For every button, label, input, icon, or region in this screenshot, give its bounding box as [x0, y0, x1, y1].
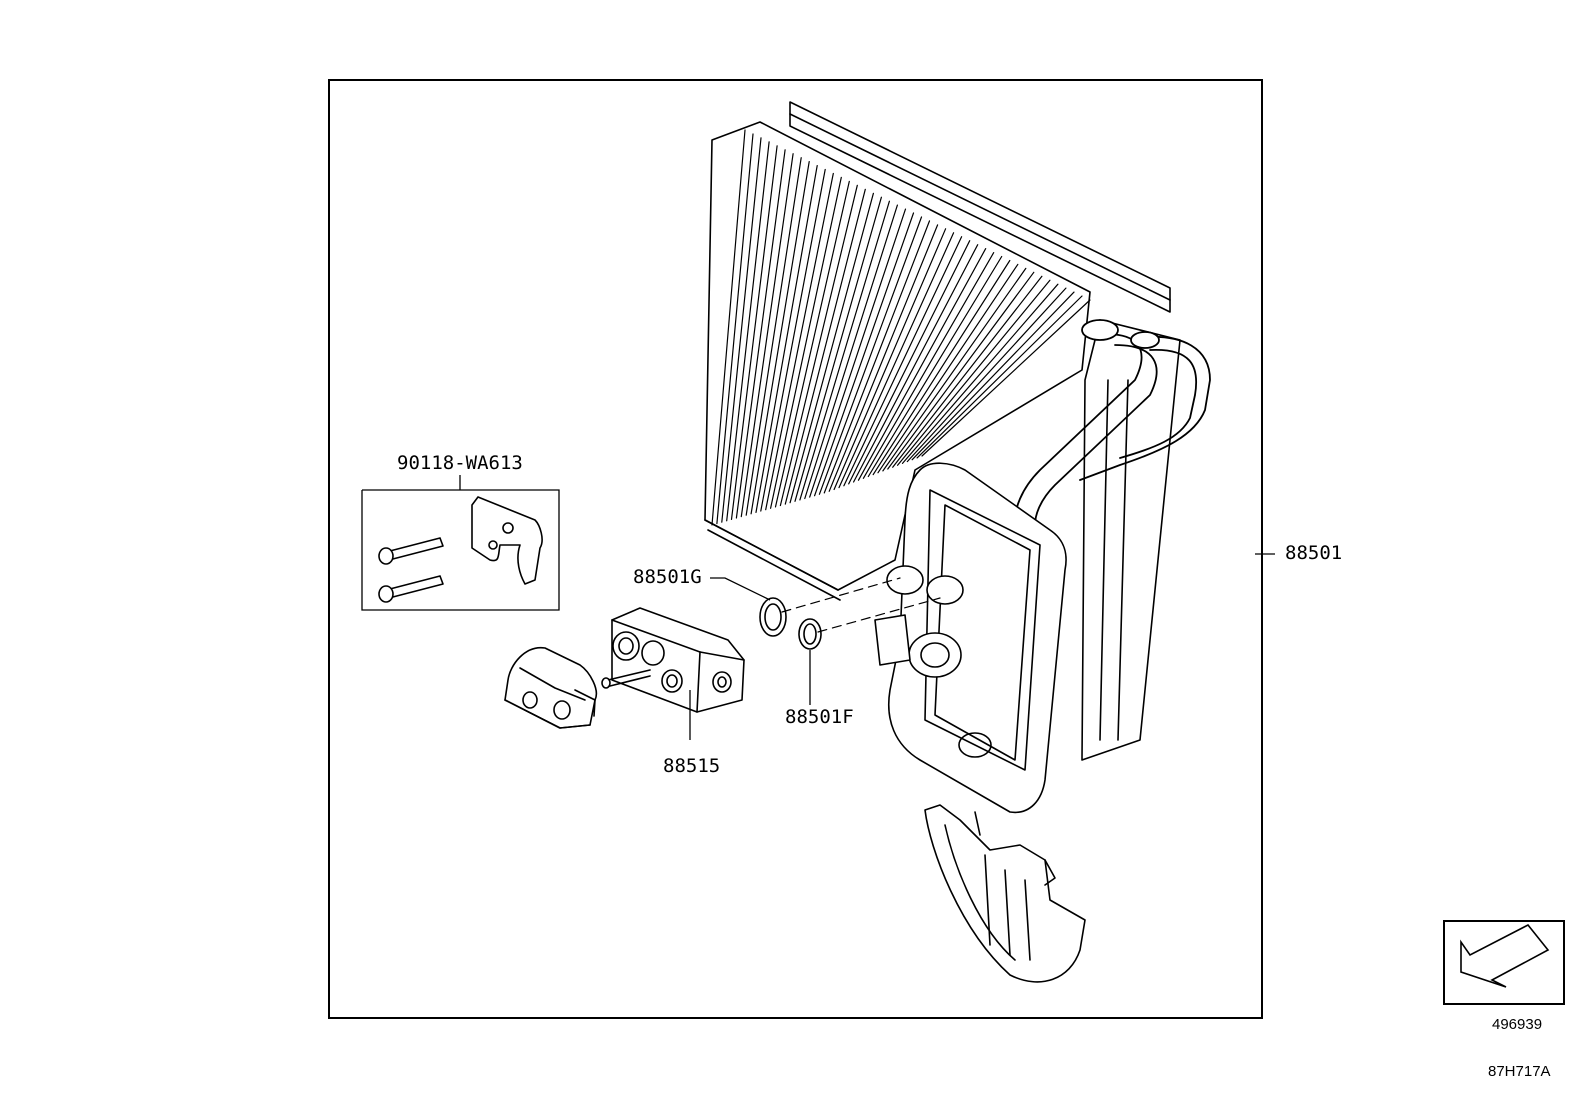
diagram-frame: [328, 79, 1263, 1019]
label-expansion-valve: 88515: [663, 755, 721, 777]
fin-line: [726, 141, 770, 522]
fin-line: [789, 192, 875, 504]
fin-line: [872, 259, 1011, 476]
fin-line: [892, 275, 1043, 468]
fin-line: [916, 295, 1083, 459]
label-oring-f: 88501F: [785, 706, 854, 728]
fin-line: [750, 161, 810, 515]
fin-line: [774, 180, 850, 508]
label-oring-g: 88501G: [633, 566, 702, 588]
fin-line: [740, 153, 794, 518]
evaporator-flange: [874, 462, 1067, 814]
fin-line: [848, 240, 971, 485]
leader-lines: [361, 475, 1275, 740]
fin-line: [828, 224, 939, 492]
label-bolt-kit: 90118-WA613: [397, 452, 523, 474]
fin-line: [901, 283, 1059, 464]
fin-line: [887, 271, 1035, 470]
fin-line: [818, 216, 923, 495]
evaporator-core: [704, 101, 1181, 761]
lower-cover: [924, 804, 1086, 983]
fin-line: [921, 299, 1091, 457]
alignment-lines: [781, 577, 941, 633]
diagram-code: 87H717A: [1488, 1063, 1551, 1080]
view-number: 496939: [1492, 1016, 1543, 1033]
evaporator-fins: [711, 129, 1091, 526]
fin-line: [716, 133, 754, 525]
fin-line: [794, 196, 883, 502]
fin-line: [896, 279, 1051, 466]
fin-line: [721, 137, 762, 523]
oring-88501g: [759, 597, 787, 637]
expansion-valve: [601, 607, 745, 713]
mounting-plate: [504, 647, 598, 729]
fin-line: [911, 291, 1075, 461]
fin-line: [867, 255, 1003, 478]
fin-line: [745, 157, 802, 516]
fin-line: [833, 228, 947, 491]
fin-line: [882, 267, 1027, 472]
fin-line: [838, 232, 955, 489]
fin-line: [799, 200, 891, 501]
fin-line: [765, 172, 834, 511]
fin-line: [852, 244, 979, 483]
fin-line: [730, 145, 778, 521]
fin-line: [755, 165, 818, 514]
fin-line: [779, 184, 858, 507]
bolt-kit-box: [361, 489, 560, 611]
fin-line: [784, 188, 866, 505]
fin-line: [906, 287, 1067, 463]
refrigerant-pipes: [1014, 319, 1211, 526]
fin-line: [813, 212, 915, 497]
fin-line: [843, 236, 963, 487]
fin-line: [809, 208, 907, 498]
fin-line: [857, 248, 987, 481]
fin-line: [823, 220, 931, 494]
bolt-kit: [378, 496, 543, 603]
view-arrow-icon: [1460, 923, 1550, 988]
view-reference-box: [1443, 920, 1565, 1005]
fin-line: [769, 176, 842, 509]
fin-line: [760, 168, 826, 512]
fin-line: [877, 263, 1019, 474]
oring-88501f: [798, 618, 822, 650]
fin-line: [711, 129, 746, 526]
fin-line: [862, 252, 995, 479]
label-evaporator: 88501: [1285, 542, 1343, 564]
fin-line: [804, 204, 899, 500]
fin-line: [735, 149, 786, 519]
